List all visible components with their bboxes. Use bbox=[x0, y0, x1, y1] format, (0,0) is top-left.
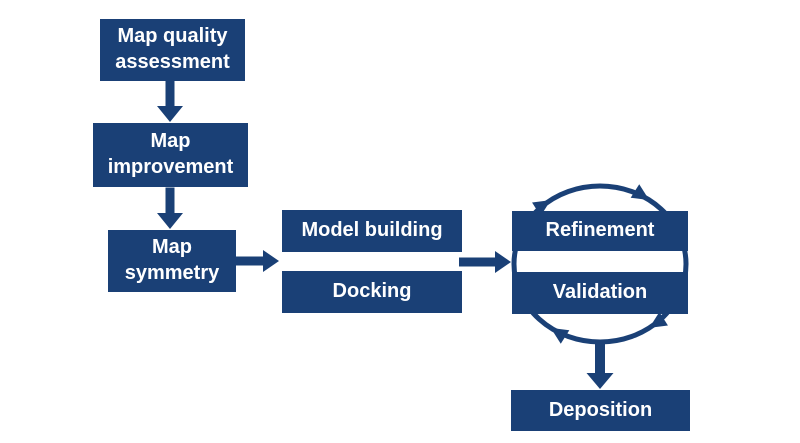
node-map-symmetry: Map symmetry bbox=[108, 230, 236, 292]
arrow-map-improvement-to-map-symmetry bbox=[157, 187, 183, 229]
arrow-map-symmetry-to-model-building-docking bbox=[236, 250, 279, 272]
arrow-model-building-docking-to-refinement-validation bbox=[459, 251, 511, 273]
cycle-arrowhead-bottom-right-icon bbox=[649, 312, 668, 328]
node-deposition: Deposition bbox=[511, 390, 690, 431]
node-map-quality-assessment: Map quality assessment bbox=[100, 19, 245, 81]
arrow-map-quality-to-map-improvement bbox=[157, 81, 183, 122]
node-model-building: Model building bbox=[282, 210, 462, 252]
node-docking: Docking bbox=[282, 271, 462, 313]
node-refinement: Refinement bbox=[512, 211, 688, 251]
cycle-arrowhead-bottom-left-icon bbox=[550, 327, 570, 344]
cycle-arrowhead-top-right-icon bbox=[630, 184, 650, 201]
arrow-refinement-validation-to-deposition bbox=[586, 340, 614, 389]
cycle-arrowhead-top-left-icon bbox=[532, 200, 551, 216]
node-map-improvement: Map improvement bbox=[93, 123, 248, 187]
node-validation: Validation bbox=[512, 272, 688, 314]
